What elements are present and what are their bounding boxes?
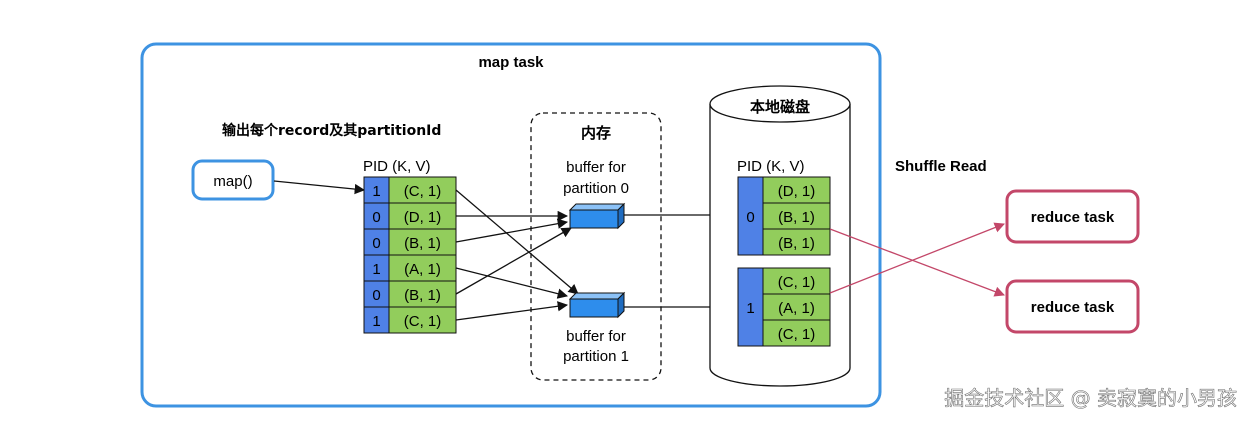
record-to-buffer-arrows [455, 189, 579, 321]
kv-cell [762, 319, 831, 347]
arrow-partition0-reduce2 [829, 228, 1005, 297]
kv-cell [762, 176, 831, 204]
kv-text: (B, 1) [778, 235, 815, 252]
buffer0-block [568, 202, 626, 230]
pid-cell [363, 254, 390, 282]
arrow-partition1-reduce1 [829, 222, 1005, 294]
reduce-task-1-label: reduce task [1031, 209, 1115, 226]
memory-box [530, 112, 662, 381]
kv-text: (A, 1) [404, 261, 441, 278]
kv-text: (C, 1) [404, 313, 442, 330]
pid-cell [363, 228, 390, 256]
map-table-header: PID (K, V) [363, 158, 431, 175]
shuffle-read-title: Shuffle Read [895, 158, 987, 175]
map-button-label: map() [213, 173, 252, 190]
kv-cell [388, 306, 457, 334]
map-task-title: map task [478, 54, 544, 71]
disk-partition-0: 0 (D, 1) (B, 1) (B, 1) [737, 176, 831, 256]
pid-text: 1 [746, 300, 754, 317]
disk-title: 本地磁盘 [750, 98, 810, 116]
map-arrow [273, 180, 366, 195]
kv-text: (B, 1) [778, 209, 815, 226]
disk-partition-1: 1 (C, 1) (A, 1) (C, 1) [737, 267, 831, 347]
watermark: 掘金技术社区 @ 卖寂寞的小男孩 [944, 386, 1237, 410]
kv-cell [762, 228, 831, 256]
kv-cell [762, 293, 831, 321]
pid-text: 0 [746, 209, 754, 226]
map-records: 1 (C, 1) 0 (D, 1) 0 (B, 1) 1 (A, 1) 0 (B… [363, 176, 457, 334]
map-record-row: 1 (C, 1) [363, 306, 457, 334]
disk-table-header: PID (K, V) [737, 158, 805, 175]
arrow-record4-buffer0 [455, 227, 572, 295]
map-record-row: 0 (B, 1) [363, 280, 457, 308]
map-record-row: 1 (A, 1) [363, 254, 457, 282]
kv-text: (B, 1) [404, 287, 441, 304]
buffer1-label-line2: partition 1 [563, 348, 629, 365]
arrow-record3-buffer1 [455, 267, 569, 299]
buffer1-block [568, 291, 626, 319]
map-record-row: 0 (D, 1) [363, 202, 457, 230]
kv-cell [762, 267, 831, 295]
kv-text: (C, 1) [404, 183, 442, 200]
memory-title: 内存 [581, 124, 611, 142]
buffer0-label-line1: buffer for [566, 159, 626, 176]
kv-cell [762, 202, 831, 230]
pid-cell [363, 280, 390, 308]
pid-text: 0 [372, 235, 380, 252]
arrow-record0-buffer1 [455, 189, 579, 295]
map-button[interactable] [191, 159, 275, 201]
pid-text: 0 [372, 209, 380, 226]
kv-text: (D, 1) [778, 183, 816, 200]
reduce-task-2-label: reduce task [1031, 299, 1115, 316]
kv-text: (C, 1) [778, 326, 816, 343]
pid-text: 1 [372, 183, 380, 200]
reduce-task-1[interactable] [1005, 189, 1140, 244]
arrow-record5-buffer1 [455, 301, 569, 321]
map-record-row: 0 (B, 1) [363, 228, 457, 256]
arrow-record2-buffer0 [455, 218, 569, 243]
buffer0-label-line2: partition 0 [563, 180, 629, 197]
pid-text: 1 [372, 261, 380, 278]
reduce-task-2[interactable] [1005, 279, 1140, 334]
pid-cell [363, 306, 390, 334]
pid-text: 1 [372, 313, 380, 330]
pid-text: 0 [372, 287, 380, 304]
map-task-frame [140, 42, 882, 408]
kv-text: (A, 1) [778, 300, 815, 317]
kv-text: (D, 1) [404, 209, 442, 226]
buffer1-label-line1: buffer for [566, 328, 626, 345]
shuffle-arrows [829, 222, 1005, 297]
kv-text: (B, 1) [404, 235, 441, 252]
map-record-row: 1 (C, 1) [363, 176, 457, 204]
output-heading: 输出每个record及其partitionId [222, 122, 441, 139]
kv-text: (C, 1) [778, 274, 816, 291]
